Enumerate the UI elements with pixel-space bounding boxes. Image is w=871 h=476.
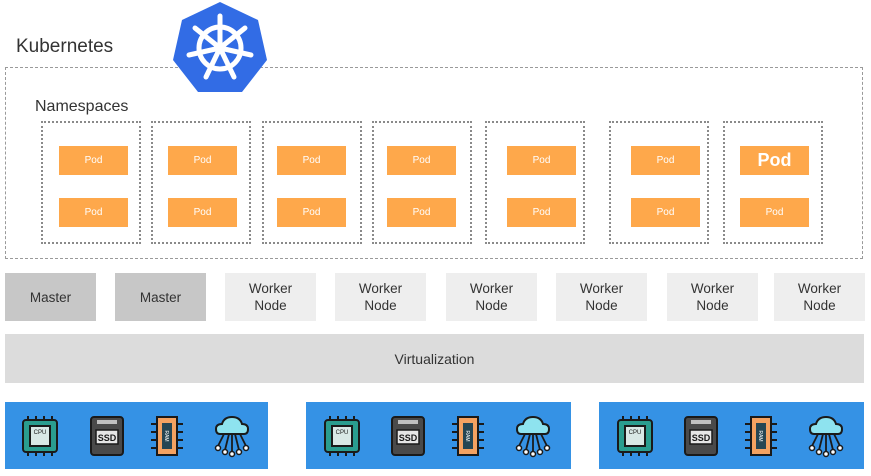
cloud-network-icon [212, 414, 252, 458]
ssd-icon: SSD [388, 414, 428, 458]
namespace-box: Pod Pod [262, 121, 362, 244]
pod: Pod [387, 146, 456, 175]
namespace-box: Pod Pod [485, 121, 585, 244]
kubernetes-cluster-boundary [5, 67, 863, 259]
cloud-network-icon [513, 414, 553, 458]
pod: Pod [631, 198, 700, 227]
cpu-icon: CPU [322, 414, 362, 458]
svg-text:RAM: RAM [163, 430, 169, 441]
ram-icon: RAM [448, 414, 488, 458]
pod: Pod [631, 146, 700, 175]
ram-icon: RAM [147, 414, 187, 458]
svg-text:SSD: SSD [692, 433, 711, 443]
worker-node: Worker Node [667, 273, 758, 321]
pod: Pod [740, 198, 809, 227]
svg-text:SSD: SSD [399, 433, 418, 443]
ssd-icon: SSD [681, 414, 721, 458]
namespace-box: Pod Pod [41, 121, 141, 244]
worker-node: Worker Node [225, 273, 316, 321]
svg-text:CPU: CPU [629, 430, 642, 436]
worker-node: Worker Node [446, 273, 537, 321]
master-node: Master [115, 273, 206, 321]
svg-text:RAM: RAM [757, 430, 763, 441]
pod: Pod [740, 146, 809, 175]
namespace-box: Pod Pod [609, 121, 709, 244]
pod: Pod [59, 198, 128, 227]
virtualization-layer: Virtualization [5, 334, 864, 383]
svg-text:CPU: CPU [336, 430, 349, 436]
pod: Pod [507, 146, 576, 175]
pod: Pod [168, 146, 237, 175]
pod: Pod [387, 198, 456, 227]
pod: Pod [59, 146, 128, 175]
cpu-icon: CPU [20, 414, 60, 458]
cpu-icon: CPU [615, 414, 655, 458]
master-node: Master [5, 273, 96, 321]
kubernetes-title: Kubernetes [16, 36, 114, 57]
kubernetes-logo-icon [170, 0, 270, 96]
namespace-box: Pod Pod [151, 121, 251, 244]
svg-text:CPU: CPU [34, 430, 47, 436]
svg-text:RAM: RAM [464, 430, 470, 441]
cloud-network-icon [806, 414, 846, 458]
pod: Pod [277, 198, 346, 227]
namespace-box: Pod Pod [372, 121, 472, 244]
namespaces-title: Namespaces [35, 98, 129, 115]
worker-node: Worker Node [556, 273, 647, 321]
svg-text:SSD: SSD [98, 433, 117, 443]
ssd-icon: SSD [87, 414, 127, 458]
worker-node: Worker Node [335, 273, 426, 321]
ram-icon: RAM [741, 414, 781, 458]
pod: Pod [168, 198, 237, 227]
pod: Pod [277, 146, 346, 175]
worker-node: Worker Node [774, 273, 865, 321]
pod: Pod [507, 198, 576, 227]
namespace-box: Pod Pod [723, 121, 823, 244]
